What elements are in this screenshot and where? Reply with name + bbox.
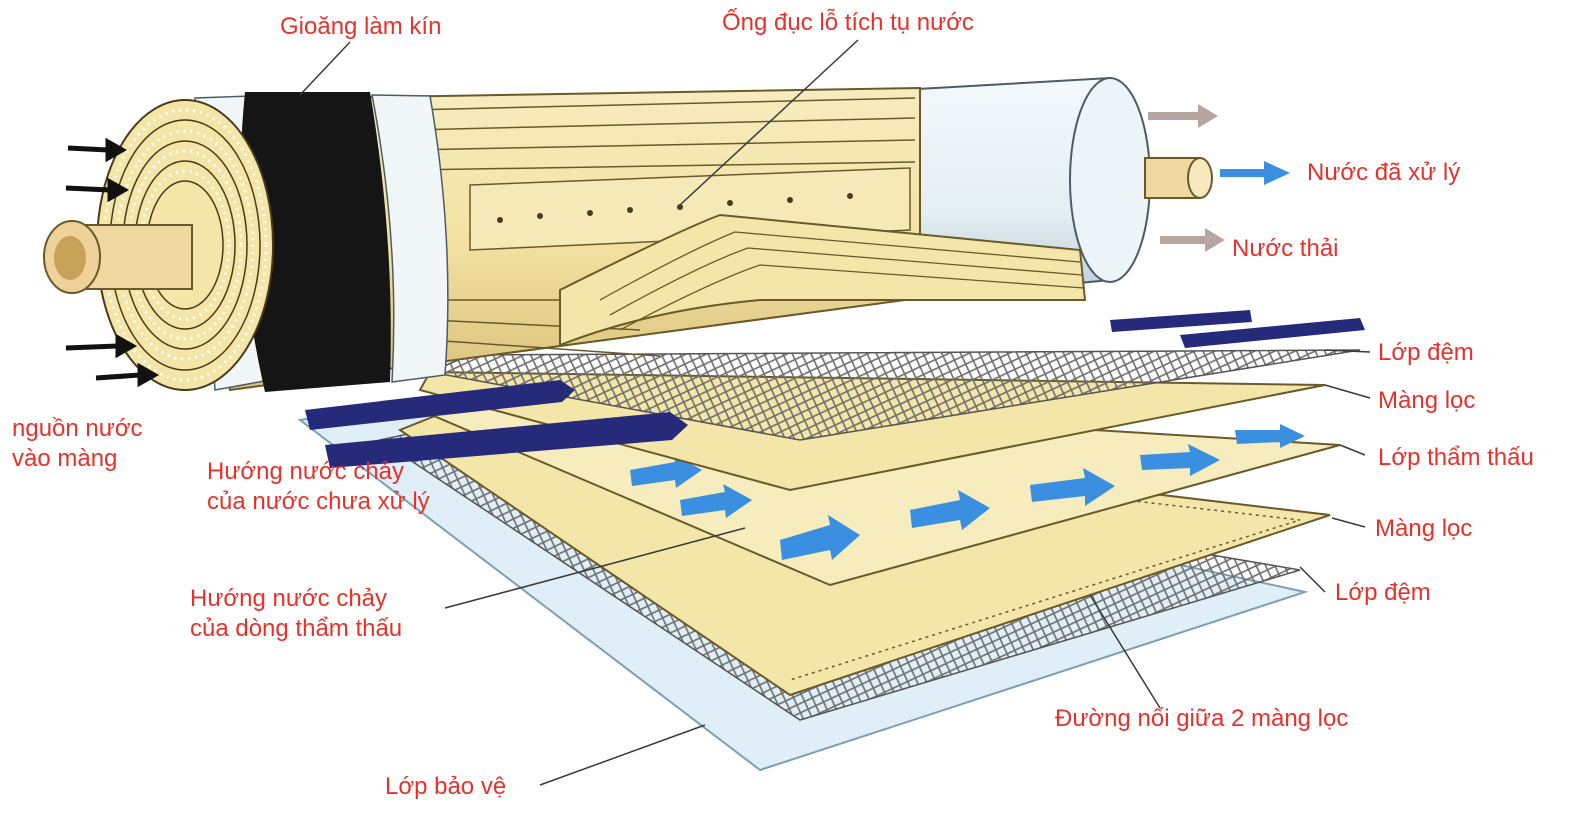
treated-water-arrow (1220, 161, 1290, 185)
seal-label: Gioăng làm kín (280, 13, 442, 40)
feed-flow-label-line2: của nước chưa xử lý (207, 488, 430, 515)
feed-inlet-arrows (65, 137, 160, 388)
feed-water-label-line1: nguồn nước (12, 415, 143, 442)
membrane-seam-line (469, 424, 1301, 681)
permeate-flow-label-line2: của dòng thẩm thấu (190, 615, 403, 642)
membrane-top-label: Màng lọc (1378, 387, 1476, 414)
feed-flow-arrows-back (1110, 310, 1365, 348)
inlet-pipe-bore (54, 236, 86, 280)
membrane-bottom-label: Màng lọc (1375, 515, 1473, 542)
feed-flow-label-line1: Hướng nước chảy (207, 458, 405, 485)
seal-ring (240, 92, 391, 392)
permeate-flow-arrows (630, 424, 1305, 560)
perforated-tube-label: Ống đục lỗ tích tụ nước (722, 9, 974, 36)
outlet-pipe-end (1187, 157, 1213, 199)
peeled-membrane-wedge (559, 213, 1087, 347)
treated-water-label: Nước đã xử lý (1307, 159, 1461, 186)
wedge-stripes (599, 231, 1085, 331)
spacer-bottom-label: Lớp đệm (1335, 579, 1431, 606)
tube-perforations (497, 193, 853, 223)
waste-water-label: Nước thải (1232, 235, 1339, 262)
feed-flow-arrows-front (305, 380, 688, 468)
permeate-layer-label: Lớp thẩm thấu (1378, 444, 1534, 471)
leader-lines (299, 39, 1371, 786)
protective-layer-label: Lớp bảo vệ (385, 773, 507, 800)
right-white-band (371, 94, 449, 383)
feed-water-label-line2: vào màng (12, 445, 118, 472)
right-end-cap-face (1069, 77, 1151, 283)
permeate-flow-label-line1: Hướng nước chảy (190, 585, 388, 612)
spacer-top-label: Lớp đệm (1378, 339, 1474, 366)
waste-water-arrows (1148, 104, 1225, 252)
membrane-seam-label: Đường nối giữa 2 màng lọc (1055, 705, 1349, 732)
